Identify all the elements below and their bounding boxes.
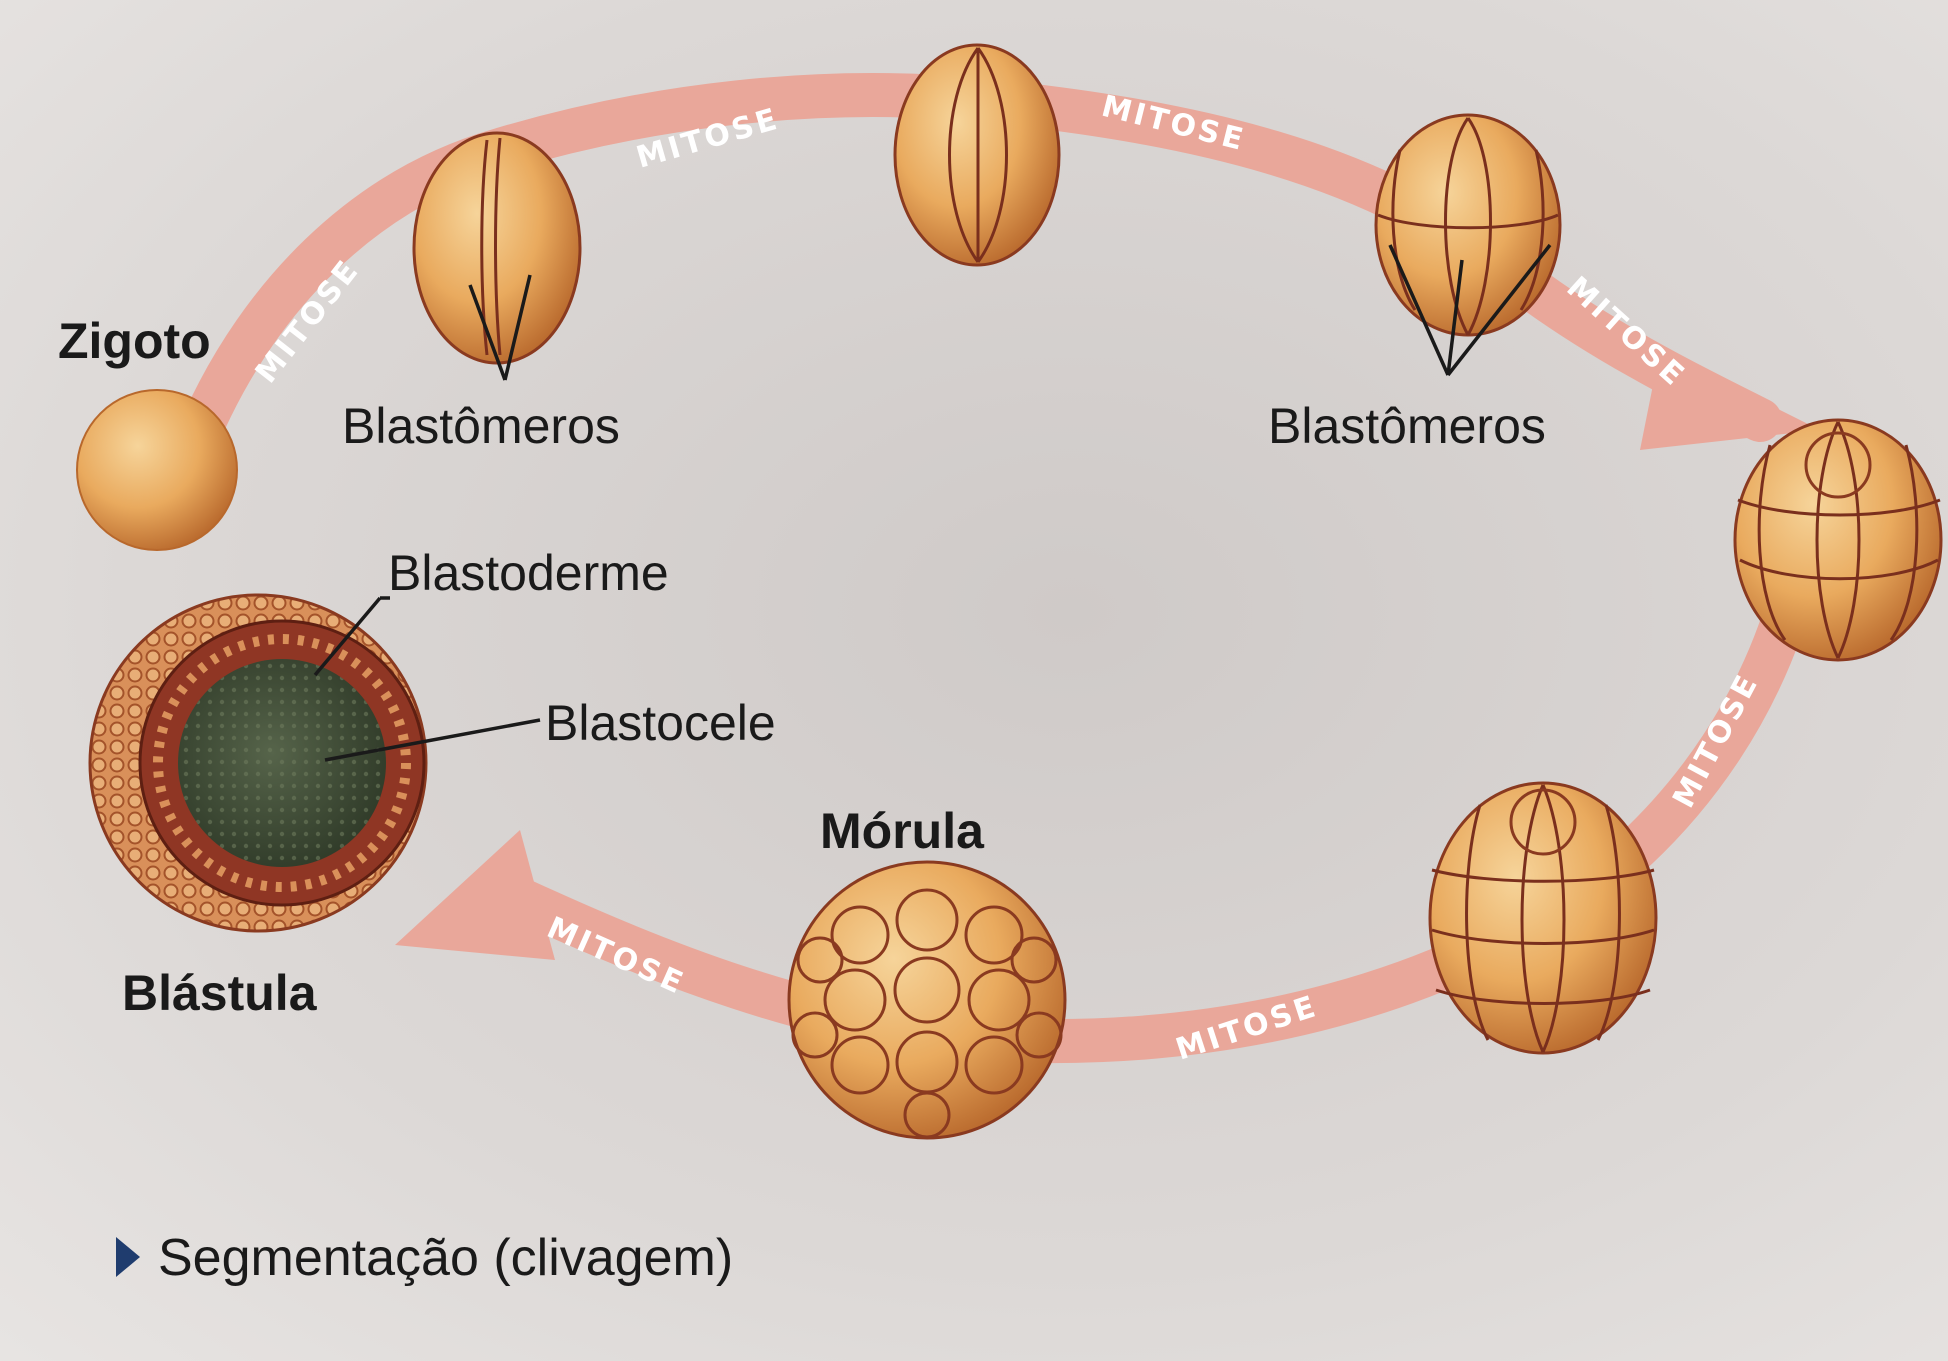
arrow-head-left <box>395 830 555 960</box>
blastula-label: Blástula <box>122 965 318 1021</box>
leader-lines <box>313 243 1552 762</box>
morula-cell-cluster <box>787 860 1067 1140</box>
thirty-two-cell-embryo <box>1428 781 1658 1055</box>
eight-cell-embryo <box>1374 113 1562 337</box>
four-cell-embryo <box>893 43 1061 267</box>
blastomeres-label-left: Blastômeros <box>342 398 620 454</box>
blastula-cross-section <box>88 593 428 933</box>
caption-bullet-icon <box>116 1237 140 1277</box>
zygote-cell <box>76 389 238 551</box>
sixteen-cell-embryo <box>1733 418 1943 662</box>
two-cell-embryo <box>412 131 582 365</box>
blastocoel-label: Blastocele <box>545 695 776 751</box>
blastomeres-label-right: Blastômeros <box>1268 398 1546 454</box>
figure-caption: Segmentação (clivagem) <box>158 1229 733 1287</box>
zygote-label: Zigoto <box>58 313 211 369</box>
morula-label: Mórula <box>820 803 985 859</box>
blastoderm-label: Blastoderme <box>388 545 669 601</box>
arrow-head-right <box>1640 350 1820 450</box>
